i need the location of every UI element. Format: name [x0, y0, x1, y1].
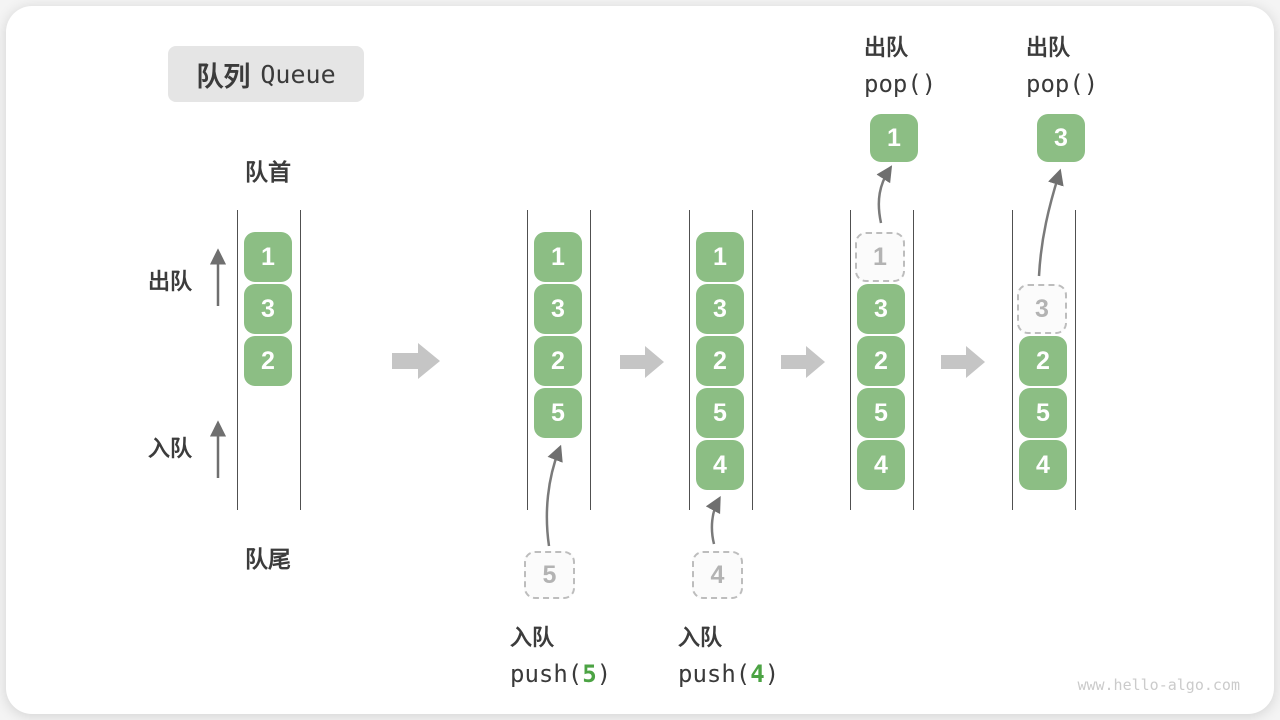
queue-item: 2 [534, 336, 582, 386]
op-label-zh: 入队 [678, 625, 723, 650]
incoming-item: 4 [692, 551, 743, 599]
incoming-item: 5 [524, 551, 575, 599]
queue-state-3: 1 3 2 5 4 [689, 210, 753, 510]
op-code: pop() [864, 70, 937, 98]
op-code: push(4) [678, 660, 780, 688]
dequeue-operation-label-2: 出队 pop() [1026, 30, 1098, 98]
queue-item: 5 [534, 388, 582, 438]
queue-item: 3 [696, 284, 744, 334]
queue-state-2: 1 3 2 5 [527, 210, 591, 510]
enqueue-4-operation-label: 入队 push(4) [678, 620, 779, 688]
dequeue-side-label: 出队 [148, 269, 193, 294]
queue-state-5: 3 2 5 4 [1012, 210, 1076, 510]
queue-front-label: 队首 [245, 159, 291, 185]
queue-item: 5 [1019, 388, 1067, 438]
title-en: Queue [260, 59, 336, 89]
queue-item: 3 [244, 284, 292, 334]
queue-item: 2 [857, 336, 905, 386]
queue-ghost-item: 1 [855, 232, 905, 282]
popped-item: 1 [870, 114, 918, 162]
queue-item: 4 [696, 440, 744, 490]
queue-item: 3 [534, 284, 582, 334]
queue-item: 1 [244, 232, 292, 282]
enqueue-5-operation-label: 入队 push(5) [510, 620, 611, 688]
queue-item: 5 [696, 388, 744, 438]
queue-item: 2 [244, 336, 292, 386]
queue-ghost-item: 3 [1017, 284, 1067, 334]
queue-item: 4 [857, 440, 905, 490]
queue-rear-label: 队尾 [245, 546, 291, 572]
queue-item: 1 [534, 232, 582, 282]
queue-item: 1 [696, 232, 744, 282]
op-arg: 5 [582, 660, 597, 688]
queue-item: 4 [1019, 440, 1067, 490]
op-label-zh: 出队 [864, 35, 909, 60]
queue-item: 5 [857, 388, 905, 438]
queue-state-4: 1 3 2 5 4 [850, 210, 914, 510]
op-code: push(5) [510, 660, 612, 688]
title-zh: 队列 [196, 61, 251, 92]
enqueue-side-label: 入队 [148, 436, 193, 461]
queue-item: 2 [696, 336, 744, 386]
queue-item: 3 [857, 284, 905, 334]
queue-state-1: 1 3 2 [237, 210, 301, 510]
op-label-zh: 出队 [1026, 35, 1071, 60]
popped-item: 3 [1037, 114, 1085, 162]
diagram-card [6, 6, 1274, 714]
queue-item: 2 [1019, 336, 1067, 386]
title-box: 队列 Queue [168, 46, 364, 102]
dequeue-operation-label-1: 出队 pop() [864, 30, 936, 98]
op-label-zh: 入队 [510, 625, 555, 650]
op-code: pop() [1026, 70, 1099, 98]
op-arg: 4 [750, 660, 765, 688]
watermark: www.hello-algo.com [1077, 676, 1240, 694]
